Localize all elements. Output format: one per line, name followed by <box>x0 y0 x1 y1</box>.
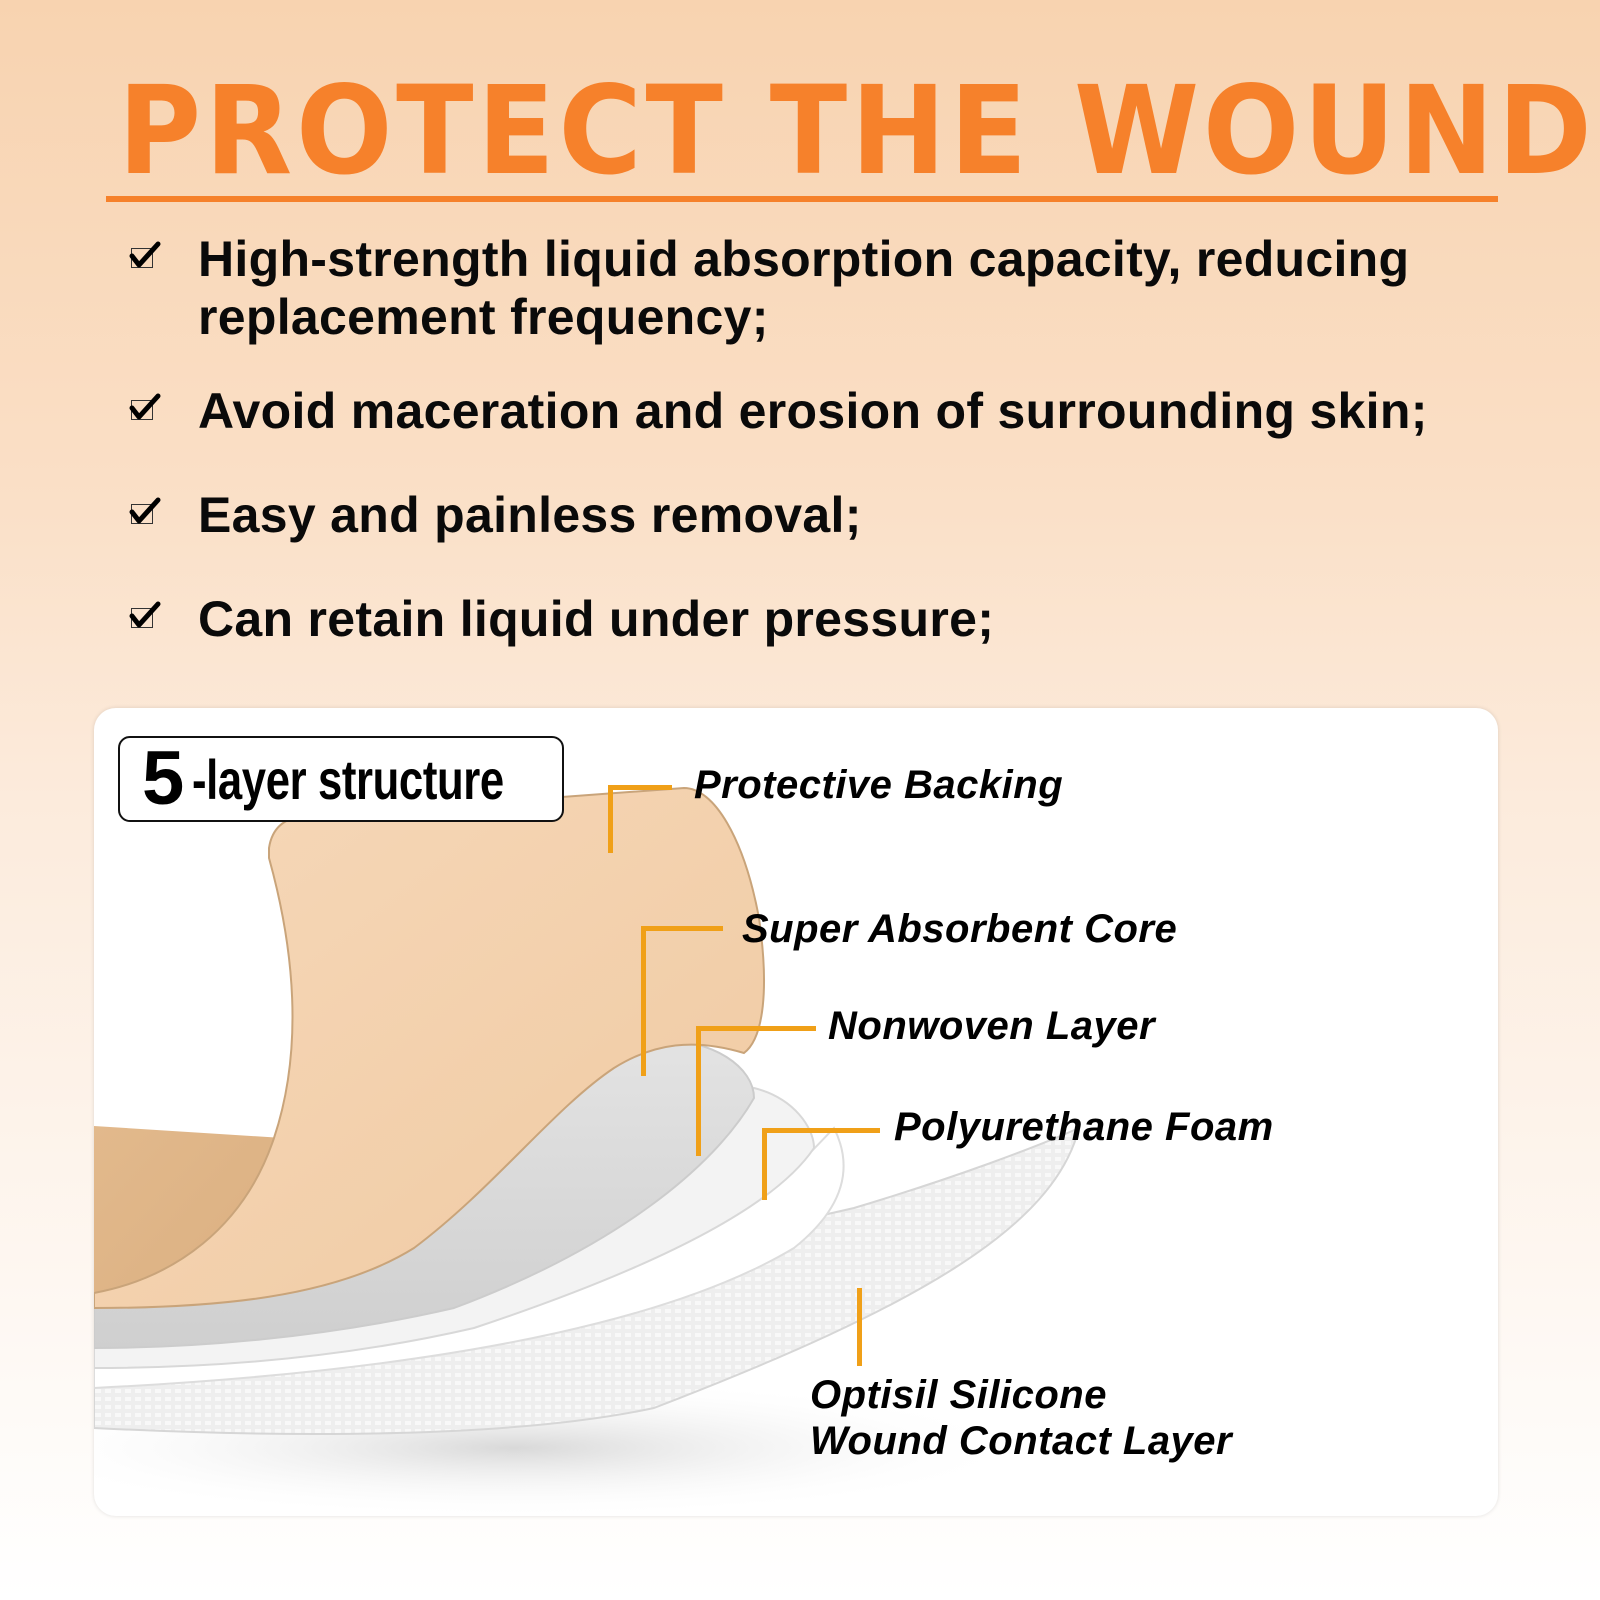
feature-item: Avoid maceration and erosion of surround… <box>128 382 1428 440</box>
badge-label: -layer structure <box>192 747 505 811</box>
title-underline <box>106 196 1498 202</box>
checkbox-checked-icon <box>128 392 161 420</box>
feature-text: Can retain liquid under pressure; <box>198 591 995 647</box>
layer-label-protective-backing: Protective Backing <box>694 763 1064 807</box>
layer-label-absorbent-core: Super Absorbent Core <box>742 907 1178 951</box>
leader-line-absorbent-core <box>641 926 646 1076</box>
feature-text: Easy and painless removal; <box>198 487 862 543</box>
feature-item: High-strength liquid absorption capacity… <box>128 230 1409 346</box>
checkbox-checked-icon <box>128 600 161 628</box>
feature-item: Easy and painless removal; <box>128 486 862 544</box>
leader-line-nonwoven <box>696 1026 701 1156</box>
page-title: PROTECT THE WOUND <box>118 60 1596 202</box>
feature-item: Can retain liquid under pressure; <box>128 590 994 648</box>
leader-line-polyurethane-foam <box>762 1128 880 1133</box>
feature-text: Avoid maceration and erosion of surround… <box>198 383 1428 439</box>
leader-line-protective-backing <box>608 785 672 790</box>
checkbox-checked-icon <box>128 240 161 268</box>
layer-count-badge: 5 -layer structure <box>118 736 564 822</box>
checkbox-checked-icon <box>128 496 161 524</box>
badge-number: 5 <box>142 736 185 821</box>
leader-line-protective-backing <box>608 785 613 853</box>
leader-line-nonwoven <box>696 1026 816 1031</box>
leader-line-absorbent-core <box>641 926 723 931</box>
layer-label-polyurethane-foam: Polyurethane Foam <box>894 1105 1274 1149</box>
feature-text: High-strength liquid absorption capacity… <box>198 231 1410 345</box>
layer-structure-panel: 5 -layer structure Protective Backing Su… <box>94 708 1498 1516</box>
layer-label-silicone-contact: Optisil Silicone Wound Contact Layer <box>810 1373 1233 1463</box>
leader-line-silicone-contact <box>857 1288 862 1366</box>
leader-line-polyurethane-foam <box>762 1128 767 1200</box>
dressing-layers-illustration <box>94 786 1081 1516</box>
layer-label-nonwoven: Nonwoven Layer <box>828 1004 1156 1048</box>
